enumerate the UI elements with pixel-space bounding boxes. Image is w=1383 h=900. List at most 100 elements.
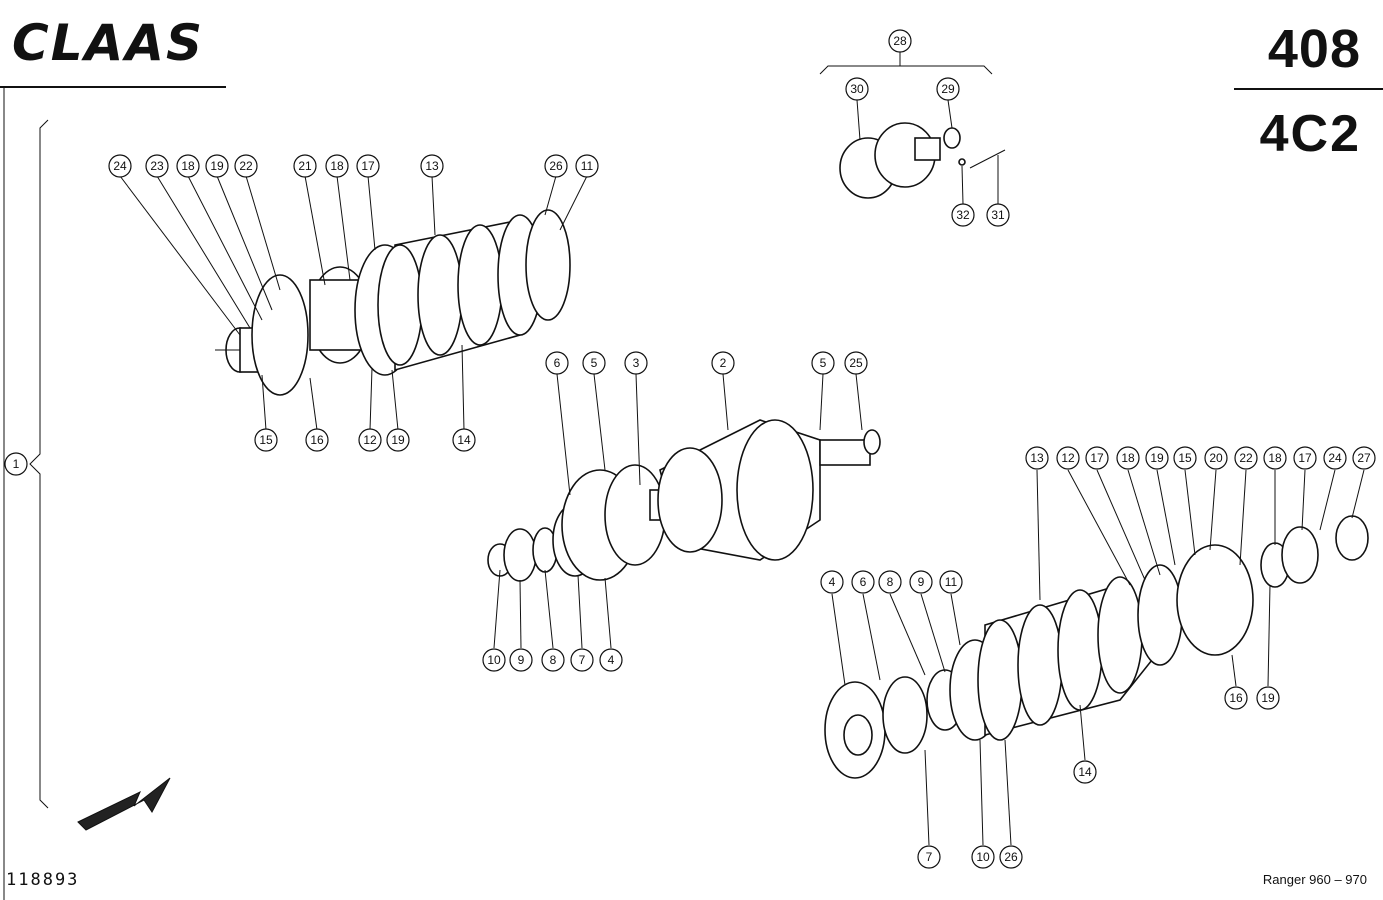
svg-text:7: 7 [579,653,586,667]
svg-text:18: 18 [330,159,344,173]
svg-text:20: 20 [1209,451,1223,465]
svg-text:9: 9 [918,575,925,589]
callout-13: 13 [420,154,444,178]
svg-text:30: 30 [850,82,864,96]
callout-5: 5 [811,351,835,375]
callout-4: 4 [820,570,844,594]
callout-19: 19 [1145,446,1169,470]
svg-text:10: 10 [487,653,501,667]
callout-11: 11 [939,570,963,594]
svg-text:4: 4 [608,653,615,667]
svg-text:22: 22 [239,159,253,173]
svg-text:18: 18 [181,159,195,173]
callout-21: 21 [293,154,317,178]
callout-25: 25 [844,351,868,375]
header-rule-right [1234,88,1383,90]
svg-text:22: 22 [1239,451,1253,465]
callout-12: 12 [1056,446,1080,470]
svg-text:26: 26 [549,159,563,173]
callout-22: 22 [1234,446,1258,470]
svg-text:19: 19 [1150,451,1164,465]
svg-text:29: 29 [941,82,955,96]
svg-text:26: 26 [1004,850,1018,864]
callout-26: 26 [999,845,1023,869]
svg-text:19: 19 [391,433,405,447]
callout-5: 5 [582,351,606,375]
model-label: Ranger 960 – 970 [1262,872,1367,887]
callout-9: 9 [509,648,533,672]
callout-19: 19 [205,154,229,178]
callout-19: 19 [386,428,410,452]
svg-text:8: 8 [887,575,894,589]
svg-text:15: 15 [259,433,273,447]
callout-18: 18 [1263,446,1287,470]
callout-14: 14 [1073,760,1097,784]
svg-text:8: 8 [550,653,557,667]
callout-26: 26 [544,154,568,178]
svg-text:15: 15 [1178,451,1192,465]
svg-text:12: 12 [1061,451,1075,465]
callout-9: 9 [909,570,933,594]
svg-text:24: 24 [1328,451,1342,465]
leader-lines [119,52,1365,846]
callout-13: 13 [1025,446,1049,470]
callout-22: 22 [234,154,258,178]
callout-10: 10 [482,648,506,672]
svg-text:32: 32 [956,208,970,222]
callout-18: 18 [176,154,200,178]
svg-text:18: 18 [1121,451,1135,465]
callout-23: 23 [145,154,169,178]
callout-15: 15 [254,428,278,452]
svg-text:12: 12 [363,433,377,447]
cover-assembly [839,122,1006,199]
svg-text:24: 24 [113,159,127,173]
svg-text:11: 11 [945,575,958,589]
callout-17: 17 [1293,446,1317,470]
svg-text:4: 4 [829,575,836,589]
header-rule-left [0,86,226,88]
callout-7: 7 [570,648,594,672]
callout-15: 15 [1173,446,1197,470]
callout-8: 8 [541,648,565,672]
svg-text:10: 10 [976,850,990,864]
svg-text:1: 1 [13,457,20,471]
callout-17: 17 [1085,446,1109,470]
callout-29: 29 [936,77,960,101]
callout-16: 16 [1224,686,1248,710]
callout-6: 6 [545,351,569,375]
svg-text:16: 16 [1229,691,1243,705]
callout-2: 2 [711,351,735,375]
callout-10: 10 [971,845,995,869]
page-number: 408 [1267,19,1361,79]
callout-8: 8 [878,570,902,594]
callout-18: 18 [325,154,349,178]
callout-4: 4 [599,648,623,672]
svg-text:16: 16 [310,433,324,447]
svg-text:9: 9 [518,653,525,667]
svg-text:13: 13 [1030,451,1044,465]
svg-text:14: 14 [457,433,471,447]
lower-shaft-assembly [824,515,1369,779]
brand-wordmark: CLAAS [12,16,204,68]
callout-31: 31 [986,203,1010,227]
callout-16: 16 [305,428,329,452]
svg-text:3: 3 [633,356,640,370]
svg-text:6: 6 [860,575,867,589]
svg-text:5: 5 [820,356,827,370]
callout-24: 24 [1323,446,1347,470]
callout-14: 14 [452,428,476,452]
svg-text:28: 28 [893,34,907,48]
svg-text:25: 25 [849,356,863,370]
svg-text:31: 31 [991,208,1005,222]
section-code: 4C2 [1259,105,1361,163]
svg-text:19: 19 [1261,691,1275,705]
svg-text:5: 5 [591,356,598,370]
svg-text:18: 18 [1268,451,1282,465]
svg-text:2: 2 [720,356,727,370]
svg-text:19: 19 [210,159,224,173]
callout-1: 1 [4,452,28,476]
svg-text:17: 17 [1298,451,1312,465]
callout-6: 6 [851,570,875,594]
callout-17: 17 [356,154,380,178]
